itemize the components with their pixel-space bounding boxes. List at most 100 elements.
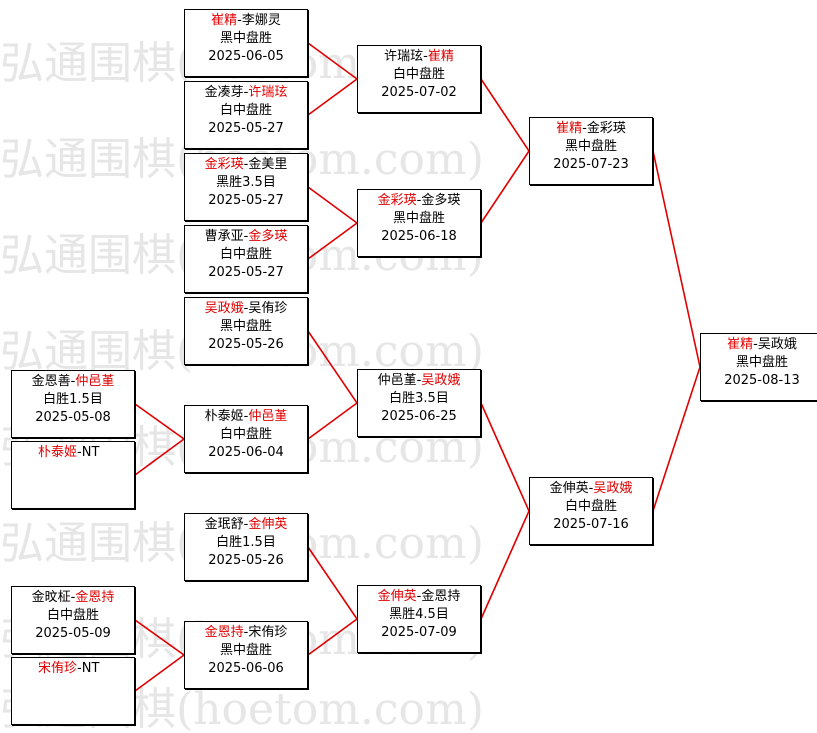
match-players: 曹承亚-金多瑛 [185,228,307,246]
bracket-connector [307,546,358,620]
match-result: 黑中盘胜 [219,319,272,334]
match-players: 金凑芽-许瑞玹 [185,84,307,102]
match-date: 2025-05-26 [208,337,284,352]
player-white: 金彩瑛 [586,121,626,136]
match-date: 2025-05-27 [208,265,284,280]
separator: - [77,661,82,676]
match-result: 白胜3.5目 [389,391,449,406]
player-black: 金伸英 [377,589,417,604]
separator: - [243,409,249,424]
bracket-connector [307,186,358,224]
match-date: 2025-06-18 [381,229,457,244]
player-black: 朴泰姬 [38,445,78,460]
match-result: 白中盘胜 [219,103,272,118]
match-players: 金伸英-吴政娥 [530,480,652,498]
match-box: 朴泰姬-NT [11,441,135,509]
match-result: 黑中盘胜 [219,643,272,658]
player-white: 仲邑堇 [75,374,115,389]
separator: - [243,301,249,316]
match-players: 金珉舒-金伸英 [185,516,307,534]
player-white: NT [81,661,100,676]
match-date: 2025-05-26 [208,553,284,568]
match-box: 金恩善-仲邑堇白胜1.5目 2025-05-08 [11,370,135,438]
match-box: 宋侑珍-NT [11,657,135,725]
match-players: 崔精-李娜灵 [185,12,307,30]
bracket-connector [307,330,358,404]
match-box: 金彩瑛-金多瑛黑中盘胜 2025-06-18 [357,189,481,257]
player-black: 崔精 [556,121,583,136]
match-players: 许瑞玹-崔精 [358,48,480,66]
match-date: 2025-06-25 [381,409,457,424]
bracket-connector [652,366,701,512]
separator: - [70,374,76,389]
match-result: 黑胜4.5目 [389,607,449,622]
player-white: 金恩持 [421,589,461,604]
player-black: 金伸英 [549,481,589,496]
match-result: 黑中盘胜 [219,31,272,46]
player-white: 李娜灵 [241,13,281,28]
match-box: 崔精-李娜灵黑中盘胜 2025-06-05 [184,9,308,77]
player-white: 金美里 [248,157,288,172]
match-date: 2025-06-06 [208,661,284,676]
bracket-connector [307,42,358,80]
player-black: 仲邑堇 [377,373,417,388]
bracket-connector [307,402,358,440]
separator: - [70,590,76,605]
bracket-connector [134,619,185,656]
match-date: 2025-07-23 [553,157,629,172]
match-players: 宋侑珍-NT [12,660,134,678]
match-players: 金恩善-仲邑堇 [12,373,134,391]
player-white: 吴政娥 [757,337,797,352]
separator: - [77,445,82,460]
player-black: 朴泰姬 [204,409,244,424]
match-result: 黑中盘胜 [392,211,445,226]
separator: - [237,13,242,28]
bracket-connector [134,438,185,476]
separator: - [243,229,249,244]
separator: - [588,481,594,496]
player-white: 吴侑珍 [248,301,288,316]
bracket-connector [307,222,358,260]
separator: - [416,373,422,388]
match-players: 金彩瑛-金多瑛 [358,192,480,210]
bracket-connector [134,654,185,692]
match-result: 白中盘胜 [46,608,99,623]
player-black: 崔精 [727,337,754,352]
separator: - [582,121,587,136]
player-white: NT [81,445,100,460]
match-players: 崔精-金彩瑛 [530,120,652,138]
player-white: 金多瑛 [248,229,288,244]
match-date: 2025-07-02 [381,85,457,100]
match-players: 崔精-吴政娥 [701,336,817,354]
bracket-connector [652,150,701,368]
match-date: 2025-05-08 [35,410,111,425]
separator: - [243,85,249,100]
separator: - [416,193,422,208]
player-black: 金旼柾 [31,590,71,605]
match-date: 2025-06-05 [208,49,284,64]
match-result: 黑中盘胜 [735,355,788,370]
bracket-connector [480,510,530,620]
match-date: 2025-05-09 [35,626,111,641]
bracket-connector [480,150,530,224]
separator: - [423,49,428,64]
player-white: 金恩持 [75,590,115,605]
match-result: 黑中盘胜 [564,139,617,154]
player-black: 宋侑珍 [38,661,78,676]
bracket-connector [307,618,358,656]
player-black: 许瑞玹 [384,49,424,64]
player-white: 宋侑珍 [248,625,288,640]
bracket-connector [480,402,530,512]
match-box: 金旼柾-金恩持白中盘胜 2025-05-09 [11,586,135,654]
separator: - [753,337,758,352]
player-black: 曹承亚 [204,229,244,244]
match-date: 2025-07-09 [381,625,457,640]
match-result: 白胜1.5目 [43,392,103,407]
